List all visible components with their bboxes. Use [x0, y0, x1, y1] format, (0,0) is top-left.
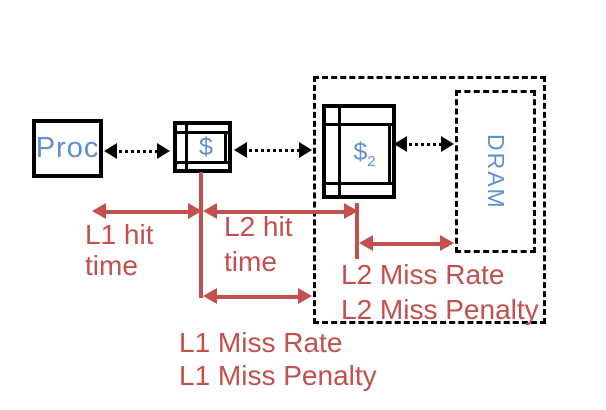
arrowhead-left-icon — [203, 203, 217, 219]
l1-boundary-line — [199, 172, 203, 298]
l2-hit-time-label: L2 hit time — [224, 211, 293, 277]
arrow-shaft — [212, 294, 303, 299]
arrowhead-left-icon — [394, 136, 407, 152]
l1-hit-time-label: L1 hit time — [85, 219, 154, 281]
dram-label: DRAM — [483, 133, 509, 210]
l2-hit-time-arrow — [203, 203, 358, 219]
l2-dram-arrow — [394, 136, 454, 152]
arrowhead-left-icon — [203, 288, 217, 304]
arrow-shaft — [113, 150, 161, 153]
arrowhead-right-icon — [299, 142, 312, 158]
proc-box: Proc — [32, 119, 103, 178]
l2-miss-label: L2 Miss Rate L2 Miss Penalty — [341, 259, 539, 325]
l1-cache-box: $ — [173, 121, 232, 173]
arrowhead-left-icon — [104, 143, 117, 159]
arrowhead-right-icon — [344, 203, 358, 219]
arrow-shaft — [243, 149, 303, 152]
arrowhead-right-icon — [157, 143, 170, 159]
l2-miss-arrow — [359, 235, 454, 251]
arrow-shaft — [212, 209, 349, 214]
arrowhead-right-icon — [298, 288, 312, 304]
arrowhead-left-icon — [234, 142, 247, 158]
arrowhead-left-icon — [92, 203, 106, 219]
l1-cache-label: $ — [199, 133, 213, 161]
arrowhead-right-icon — [441, 136, 454, 152]
l2-cache-inner-box: $2 — [338, 123, 391, 185]
l1-hit-time-arrow — [92, 203, 202, 219]
l2-cache-box: $2 — [322, 104, 396, 199]
l2-boundary-line — [355, 203, 359, 259]
arrowhead-right-icon — [440, 235, 454, 251]
arrow-shaft — [101, 209, 193, 214]
arrow-shaft — [368, 241, 445, 246]
l1-cache-inner-box: $ — [185, 131, 227, 164]
dram-box: DRAM — [455, 90, 536, 253]
proc-label: Proc — [35, 132, 100, 164]
arrowhead-left-icon — [359, 235, 373, 251]
l1-l2-arrow — [234, 142, 312, 158]
l2-cache-label: $2 — [353, 138, 376, 170]
l1-miss-arrow — [203, 288, 312, 304]
arrowhead-right-icon — [188, 203, 202, 219]
l1-miss-label: L1 Miss Rate L1 Miss Penalty — [179, 327, 377, 391]
proc-l1-arrow — [104, 143, 170, 159]
arrow-shaft — [403, 143, 445, 146]
